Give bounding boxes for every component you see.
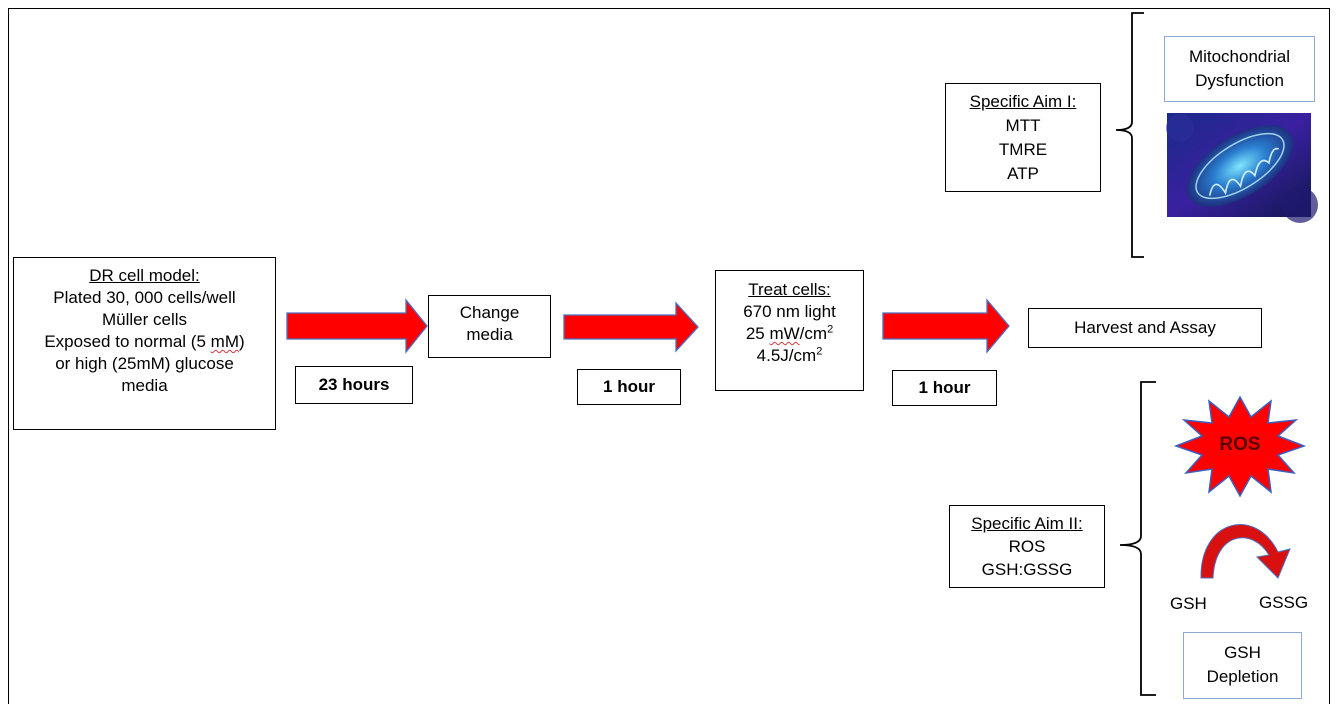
outer-frame [8, 8, 1330, 704]
dr-model-line2: Müller cells [101, 310, 188, 329]
mitochondrial-dysfunction-box: Mitochondrial Dysfunction [1164, 36, 1315, 102]
gsh-to-gssg-curved-arrow [1200, 524, 1291, 579]
change-media-line2: media [466, 325, 513, 344]
arrow-23-hours [286, 298, 428, 354]
treat-line1: 670 nm light [743, 302, 836, 321]
specific-aim-2-box: Specific Aim II: ROS GSH:GSSG [949, 505, 1105, 588]
dr-model-title: DR cell model: [89, 266, 200, 285]
dr-model-line3: Exposed to normal (5 mM) [44, 332, 245, 351]
gsh-label: GSH [1170, 594, 1207, 613]
bracket-aim2 [1119, 381, 1156, 696]
bracket-aim1 [1115, 12, 1144, 258]
aim1-item-atp: ATP [1007, 164, 1039, 183]
treat-title: Treat cells: [748, 280, 831, 299]
duration-23-hours: 23 hours [295, 366, 413, 404]
aim1-item-mtt: MTT [1005, 116, 1041, 135]
mitochondrion-image [1166, 113, 1318, 223]
arrow-1-hour-a [563, 301, 699, 353]
gssg-label: GSSG [1259, 593, 1309, 612]
mito-line1: Mitochondrial [1188, 47, 1291, 66]
specific-aim-1-box: Specific Aim I: MTT TMRE ATP [945, 83, 1101, 192]
dr-model-line4: or high (25mM) glucose [55, 354, 234, 373]
aim2-item-ros: ROS [1008, 537, 1046, 556]
change-media-box: Change media [428, 295, 551, 358]
change-media-line1: Change [459, 303, 520, 322]
aim1-title: Specific Aim I: [969, 92, 1077, 111]
ros-star-label: ROS [1219, 434, 1261, 455]
mito-line2: Dysfunction [1195, 71, 1284, 90]
dr-model-line5: media [121, 376, 168, 395]
duration-1-hour-b: 1 hour [892, 370, 997, 406]
harvest-assay-box: Harvest and Assay [1028, 308, 1262, 348]
depletion-line1: GSH [1224, 643, 1261, 662]
treat-cells-box: Treat cells: 670 nm light 25 mW/cm2 4.5J… [715, 270, 864, 391]
gsh-depletion-box: GSH Depletion [1183, 632, 1302, 699]
arrow-1-hour-b [882, 298, 1010, 354]
aim2-title: Specific Aim II: [971, 514, 1083, 533]
duration-1-hour-a: 1 hour [577, 369, 681, 405]
dr-model-line1: Plated 30, 000 cells/well [53, 288, 236, 307]
depletion-line2: Depletion [1206, 667, 1279, 686]
treat-line2: 25 mW/cm2 [745, 323, 834, 343]
treat-line3: 4.5J/cm2 [756, 345, 823, 365]
ros-star-shape [1173, 395, 1307, 498]
aim2-item-gsh-gssg: GSH:GSSG [981, 560, 1073, 579]
aim1-item-tmre: TMRE [998, 140, 1048, 159]
dr-cell-model-box: DR cell model: Plated 30, 000 cells/well… [13, 257, 276, 430]
